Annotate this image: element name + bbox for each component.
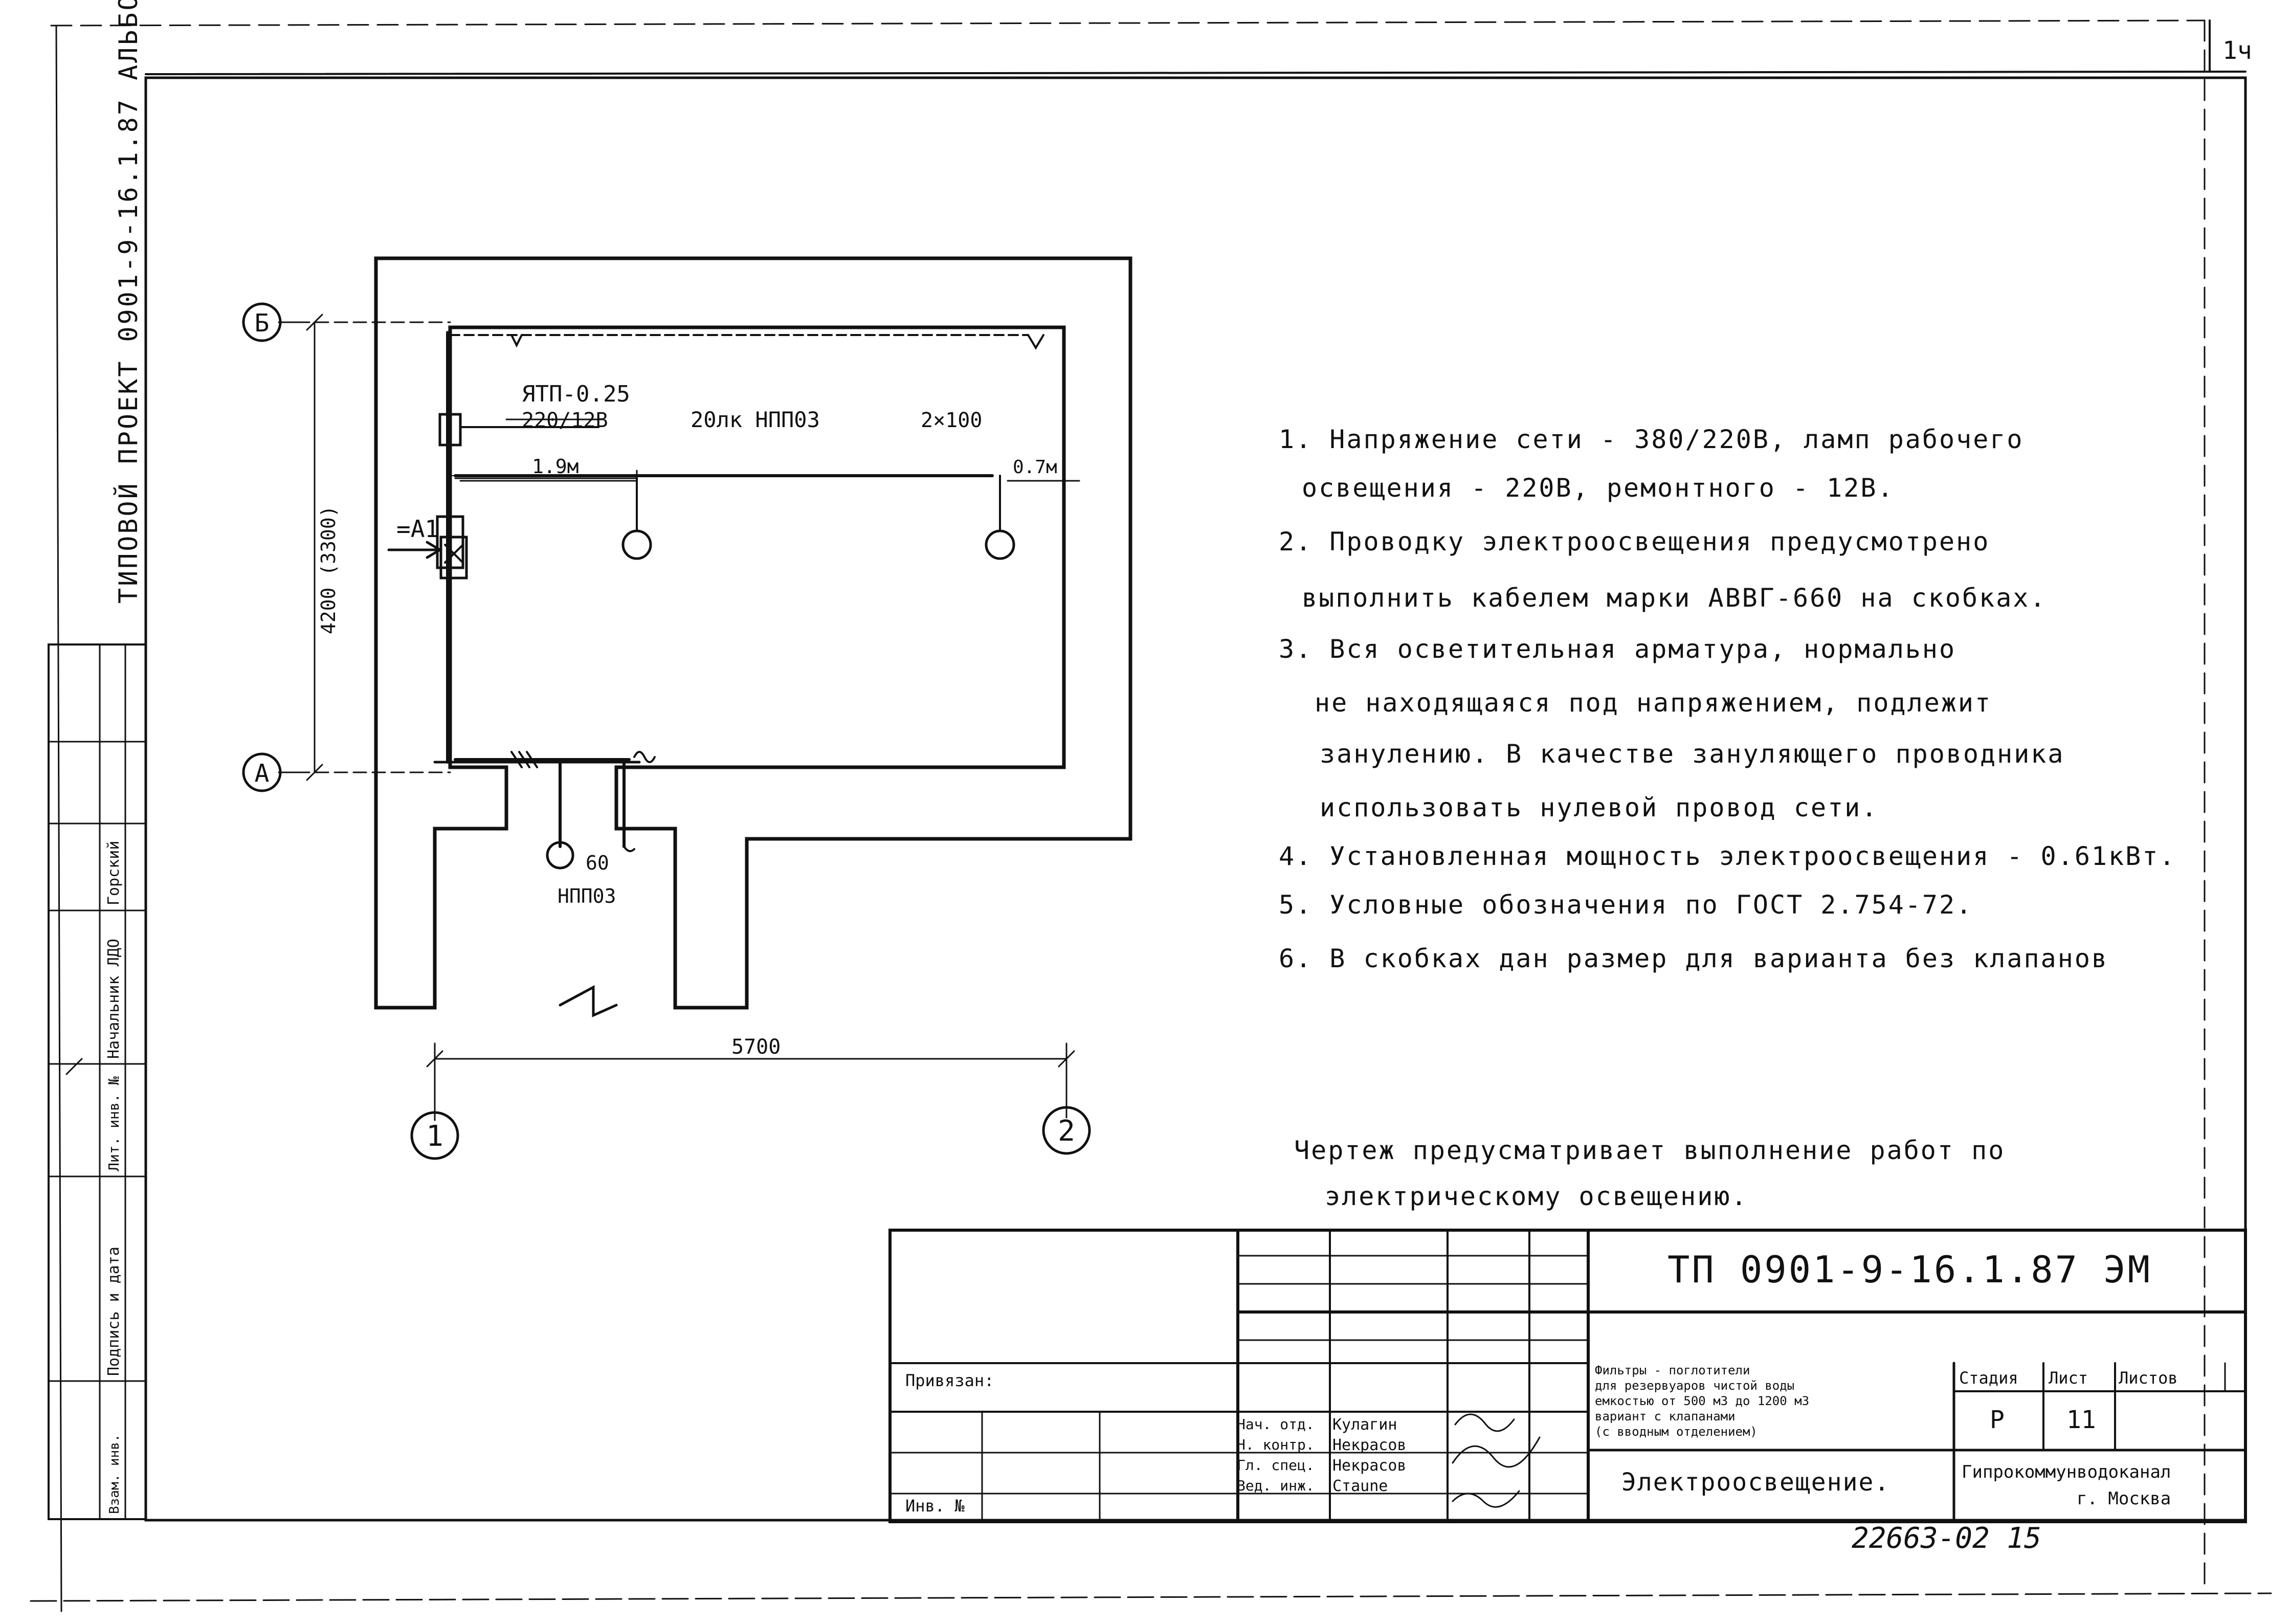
- name-1: Кулагин: [1332, 1416, 1397, 1434]
- stage-header: Стадия: [1959, 1368, 2018, 1388]
- feed-box: [439, 536, 468, 580]
- sheet-value: 11: [2066, 1406, 2096, 1434]
- axis-1-bubble: [410, 1111, 459, 1160]
- dim-height: 4200 (3300): [317, 505, 340, 634]
- doc-code: ТП 0901-9-16.1.87 ЭМ: [1667, 1248, 2152, 1291]
- object-line-3: емкостью от 500 м3 до 1200 м3: [1595, 1394, 1810, 1408]
- sheet-title: Электроосвещение.: [1621, 1468, 1890, 1497]
- role-3: Гл. спец.: [1237, 1457, 1315, 1474]
- note-2b: выполнить кабелем марки АВВГ-660 на скоб…: [1302, 583, 2047, 613]
- stage-value: Р: [1990, 1406, 2005, 1434]
- panel-label: ЯТП-0.25: [522, 381, 630, 407]
- axis-a-label: А: [255, 759, 270, 788]
- break-line: [559, 985, 618, 1017]
- fixture-label: 20лк НПП03: [691, 407, 820, 432]
- note-3b: не находящаяся под напряжением, подлежит: [1315, 688, 1992, 718]
- frame-top: [145, 71, 2246, 75]
- object-line-1: Фильтры - поглотители: [1595, 1363, 1750, 1377]
- note-2: 2. Проводку электроосвещения предусмотре…: [1279, 527, 1990, 557]
- note-3: 3. Вся осветительная арматура, нормально: [1279, 634, 1956, 664]
- note-6: 6. В скобках дан размер для варианта без…: [1279, 944, 2109, 973]
- dim-width: 5700: [731, 1035, 781, 1059]
- note-4: 4. Установленная мощность электроосвещен…: [1279, 841, 2176, 871]
- axis-1-label: 1: [426, 1120, 443, 1153]
- axis-2-label: 2: [1058, 1115, 1075, 1148]
- side-cell-3: Подпись и дата: [105, 1247, 123, 1376]
- signature-marks: [1452, 1413, 1541, 1508]
- side-stamp: ТИПОВОЙ ПРОЕКТ 0901-9-16.1.87 АЛЬБОМ: [113, 0, 143, 604]
- axis-b-label: Б: [255, 309, 270, 338]
- sheet-header: Лист: [2049, 1368, 2088, 1388]
- drawing-frame: [144, 76, 2247, 1522]
- sheet-bottom-edge: [30, 1592, 2272, 1602]
- note-1: 1. Напряжение сети - 380/220В, ламп рабо…: [1279, 425, 2024, 454]
- sheets-header: Листов: [2119, 1368, 2178, 1388]
- note-3d: использовать нулевой провод сети.: [1320, 793, 1879, 822]
- dim-1: 1.9м: [532, 455, 579, 478]
- fixture-power: 2×100: [921, 409, 982, 432]
- panel-voltage: 220/12В: [522, 409, 608, 432]
- role-4: Вед. инж.: [1237, 1477, 1315, 1494]
- note-5: 5. Условные обозначения по ГОСТ 2.754-72…: [1279, 890, 1973, 920]
- title-block: [888, 1229, 2247, 1523]
- corner-mark: 1ч: [2222, 36, 2252, 65]
- axis-b-bubble: [242, 302, 282, 342]
- side-cell-4: Взам. инв.: [107, 1434, 122, 1514]
- lamp-2: [985, 529, 1015, 560]
- building-walls: [374, 256, 1132, 1010]
- name-4: Стаune: [1332, 1477, 1388, 1495]
- note-3c: занулению. В качестве зануляющего провод…: [1320, 739, 2065, 769]
- side-cell-1: Горский: [105, 841, 123, 905]
- archive-number: 22663-02 15: [1852, 1522, 2041, 1555]
- axis-a-bubble: [242, 752, 282, 792]
- name-3: Некрасов: [1332, 1457, 1407, 1475]
- axis-2-bubble: [1042, 1106, 1091, 1155]
- lamp-power: 60: [586, 852, 609, 874]
- lamp-3: [546, 841, 574, 870]
- panel-box: [438, 413, 462, 447]
- object-line-4: вариант с клапанами: [1595, 1409, 1736, 1423]
- footer-note-2: электрическому освещению.: [1325, 1182, 1748, 1211]
- object-line-5: (с вводным отделением): [1595, 1425, 1758, 1439]
- privyazan-label: Привязан:: [905, 1371, 994, 1390]
- role-1: Нач. отд.: [1237, 1416, 1315, 1433]
- side-stamp-box: [48, 643, 147, 1520]
- side-cell-2: Лит. инв. №: [105, 1076, 122, 1171]
- org-line-1: Гипрокоммунводоканал: [1962, 1462, 2171, 1482]
- side-cell-0: Начальник ЛДО: [105, 939, 123, 1059]
- inv-no-label: Инв. №: [905, 1496, 965, 1516]
- lamp-1: [621, 529, 652, 560]
- name-2: Некрасов: [1332, 1436, 1407, 1454]
- lamp-type: НПП03: [558, 885, 616, 907]
- sheet-top-edge: [50, 19, 2206, 27]
- feed-label: =А1: [396, 515, 439, 543]
- footer-note-1: Чертеж предусматривает выполнение работ …: [1294, 1136, 2006, 1165]
- note-1b: освещения - 220В, ремонтного - 12В.: [1302, 473, 1895, 503]
- object-line-2: для резервуаров чистой воды: [1595, 1378, 1795, 1393]
- dim-2: 0.7м: [1013, 457, 1057, 478]
- sheet-left-edge: [55, 25, 62, 1612]
- role-2: Н. контр.: [1237, 1436, 1315, 1453]
- org-line-2: г. Москва: [2077, 1488, 2171, 1509]
